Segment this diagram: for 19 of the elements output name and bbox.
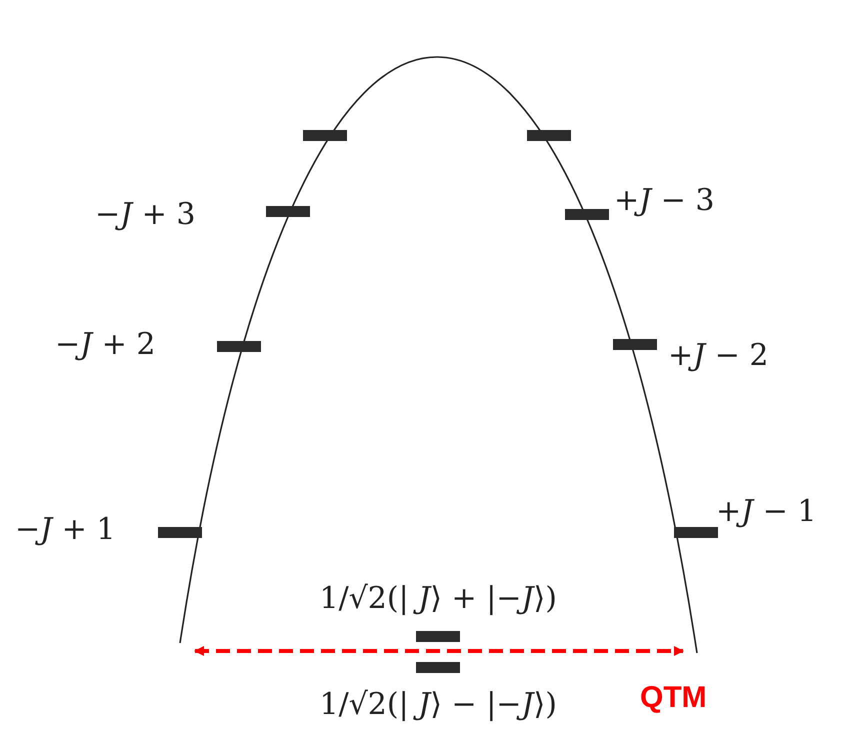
energy-level-bar	[416, 631, 460, 642]
energy-level-bar	[158, 527, 202, 538]
level-label: +J − 1	[716, 497, 816, 527]
level-label: 1/√2(| J⟩ + |−J⟩)	[320, 584, 557, 614]
level-label: +J − 2	[668, 341, 768, 371]
energy-level-bar	[527, 130, 571, 141]
energy-level-bar	[303, 130, 347, 141]
level-label: −J + 2	[55, 330, 156, 360]
level-label: −J + 1	[15, 515, 116, 545]
process-label: QTM	[640, 683, 707, 713]
energy-level-bar	[217, 341, 261, 352]
level-label: −J + 3	[95, 200, 196, 230]
level-label: +J − 3	[614, 186, 714, 216]
energy-level-bar	[613, 339, 657, 350]
energy-level-bar	[416, 662, 460, 673]
level-label: 1/√2(| J⟩ − |−J⟩)	[320, 690, 557, 720]
energy-level-bar	[266, 206, 310, 217]
energy-level-bar	[674, 527, 718, 538]
energy-level-bar	[565, 209, 609, 220]
